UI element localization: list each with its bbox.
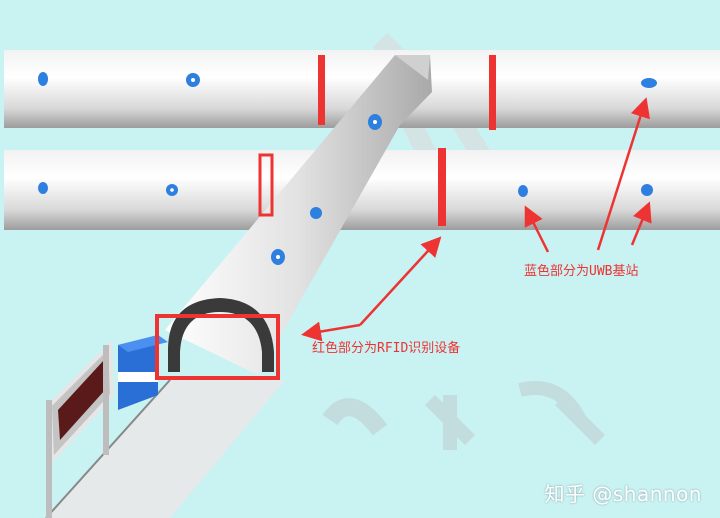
rfid-device-2 (489, 55, 496, 130)
rfid-device-1 (318, 55, 325, 125)
source-watermark: 知乎 @shannon (544, 482, 702, 506)
uwb-station (38, 182, 48, 194)
rfid-devices (258, 55, 496, 226)
led-sign (46, 340, 115, 518)
uwb-stations (38, 72, 657, 265)
uwb-station (518, 185, 528, 197)
rfid-highlight-box (155, 314, 280, 380)
uwb-station (641, 78, 657, 88)
uwb-station (310, 207, 322, 219)
uwb-station-label: 蓝色部分为UWB基站 (524, 264, 639, 279)
uwb-station (38, 72, 48, 86)
rfid-device-3 (258, 153, 274, 217)
rfid-device-label: 红色部分为RFID识别设备 (312, 341, 461, 356)
rfid-device-4 (438, 148, 446, 226)
annotation-arrows (301, 97, 652, 342)
uwb-arrow-3 (630, 201, 652, 246)
rfid-arrow-1 (359, 236, 442, 326)
uwb-arrow-2 (596, 97, 650, 251)
diagonal-tunnel (165, 55, 432, 375)
uwb-station (641, 184, 653, 196)
uwb-arrow-1 (524, 205, 550, 253)
rfid-arrow-2 (301, 321, 361, 342)
